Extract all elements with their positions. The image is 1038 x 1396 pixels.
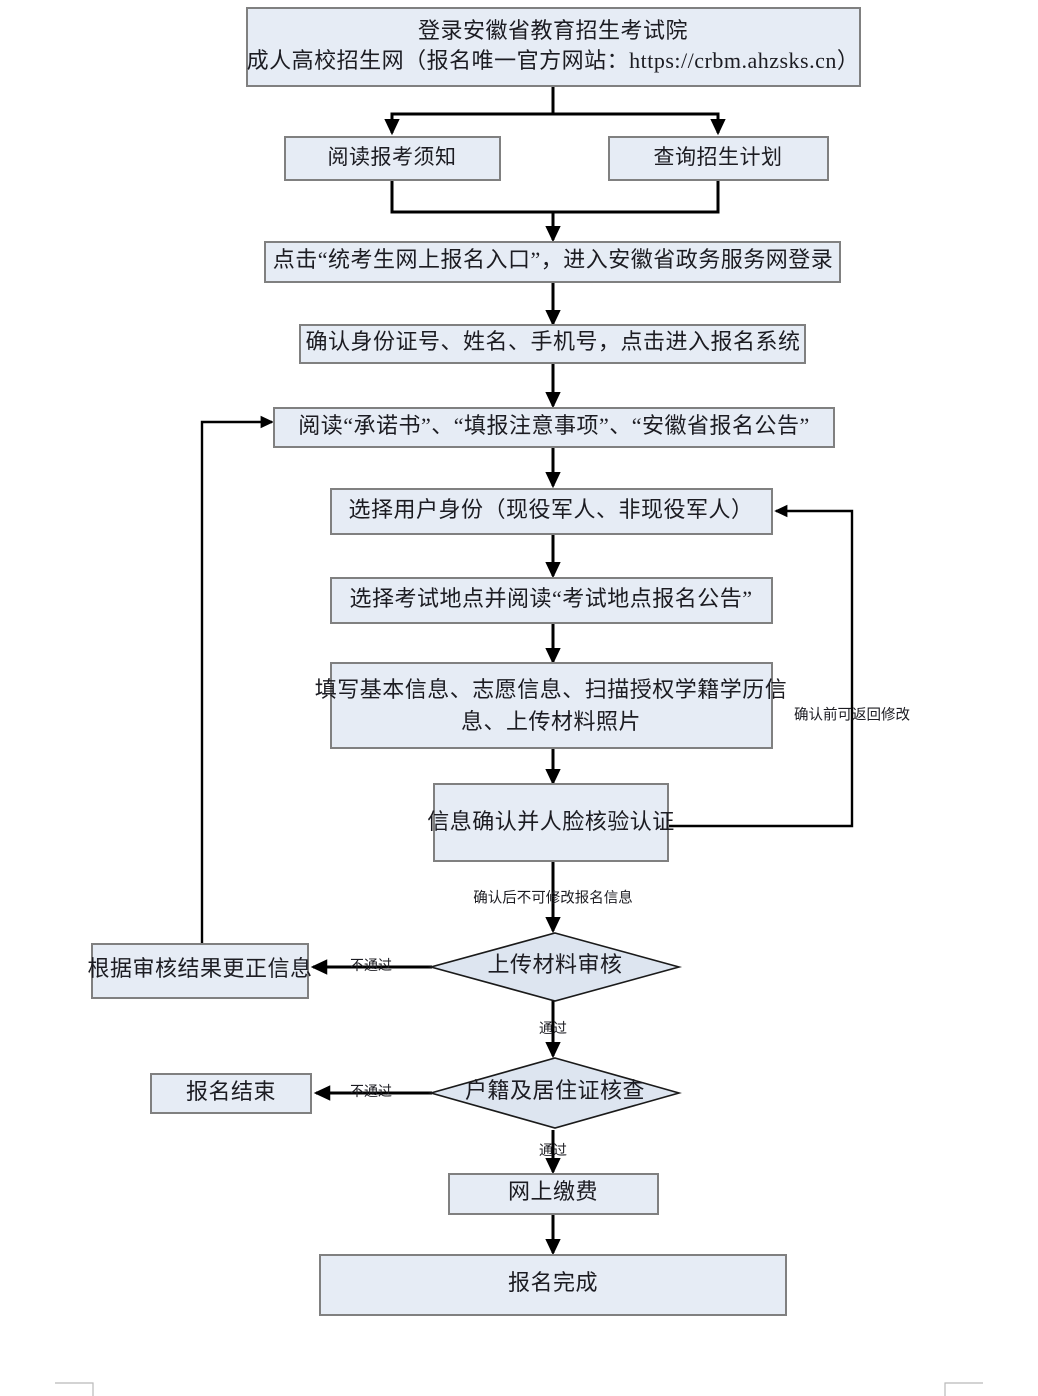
node-fix-info-label: 根据审核结果更正信息 <box>87 956 312 981</box>
page-margin-marks <box>55 1382 983 1396</box>
node-material-review[interactable]: 上传材料审核 <box>427 932 683 1002</box>
node-material-review-label: 上传材料审核 <box>487 952 622 977</box>
node-fill-info[interactable]: 填写基本信息、志愿信息、扫描授权学籍学历信 息、上传材料照片 <box>315 662 788 749</box>
node-click-entry[interactable]: 点击“统考生网上报名入口”，进入安徽省政务服务网登录 <box>264 241 841 283</box>
node-confirm-identity[interactable]: 确认身份证号、姓名、手机号，点击进入报名系统 <box>299 324 806 364</box>
node-select-exam-site-label: 选择考试地点并阅读“考试地点报名公告” <box>349 586 752 611</box>
edge-login-split <box>384 86 555 136</box>
node-query-plan[interactable]: 查询招生计划 <box>608 136 829 181</box>
node-select-user-type[interactable]: 选择用户身份（现役军人、非现役军人） <box>330 488 773 535</box>
node-registration-complete-label: 报名完成 <box>508 1270 598 1295</box>
edge-login-query <box>553 112 726 136</box>
node-confirm-identity-label: 确认身份证号、姓名、手机号，点击进入报名系统 <box>305 329 800 354</box>
node-registration-end[interactable]: 报名结束 <box>150 1073 312 1114</box>
node-read-notice[interactable]: 阅读报考须知 <box>284 136 501 181</box>
edge-confirmface-loopback <box>668 504 854 828</box>
node-fix-info[interactable]: 根据审核结果更正信息 <box>87 943 312 999</box>
node-read-docs-label: 阅读“承诺书”、“填报注意事项”、“安徽省报名公告” <box>298 413 810 438</box>
node-login-line2: 成人高校招生网（报名唯一官方网站：https://crbm.ahzsks.cn） <box>247 48 860 73</box>
edge-label-material-fail: 不通过 <box>350 958 392 974</box>
node-confirm-face[interactable]: 信息确认并人脸核验认证 <box>427 783 675 862</box>
edge-label-layer: 确认前可返回修改 确认后不可修改报名信息 不通过 通过 不通过 通过 <box>350 706 910 1159</box>
edge-fixinfo-loopback <box>200 415 274 943</box>
edge-label-before-confirm: 确认前可返回修改 <box>794 706 910 723</box>
edge-label-residence-pass: 通过 <box>539 1143 567 1159</box>
node-fill-info-line2: 息、上传材料照片 <box>461 709 641 734</box>
node-read-docs[interactable]: 阅读“承诺书”、“填报注意事项”、“安徽省报名公告” <box>273 407 835 448</box>
node-confirm-face-label: 信息确认并人脸核验认证 <box>427 809 675 834</box>
node-residence-check-label: 户籍及居住证核查 <box>465 1078 645 1103</box>
node-fill-info-line1: 填写基本信息、志愿信息、扫描授权学籍学历信 <box>315 677 788 702</box>
node-registration-complete[interactable]: 报名完成 <box>319 1254 787 1316</box>
node-click-entry-label: 点击“统考生网上报名入口”，进入安徽省政务服务网登录 <box>273 247 834 272</box>
node-select-exam-site[interactable]: 选择考试地点并阅读“考试地点报名公告” <box>330 577 773 624</box>
edge-label-after-confirm: 确认后不可修改报名信息 <box>473 889 633 906</box>
node-online-payment[interactable]: 网上缴费 <box>448 1173 659 1215</box>
node-online-payment-label: 网上缴费 <box>508 1179 598 1204</box>
node-read-notice-label: 阅读报考须知 <box>328 145 457 169</box>
connector-layer <box>200 86 854 1256</box>
edge-notice-merge <box>390 180 553 214</box>
node-select-user-type-label: 选择用户身份（现役军人、非现役军人） <box>348 497 753 522</box>
node-login[interactable]: 登录安徽省教育招生考试院 成人高校招生网（报名唯一官方网站：https://cr… <box>246 7 861 87</box>
node-residence-check[interactable]: 户籍及居住证核查 <box>428 1057 682 1129</box>
node-registration-end-label: 报名结束 <box>186 1079 276 1104</box>
edge-label-material-pass: 通过 <box>539 1021 567 1037</box>
node-query-plan-label: 查询招生计划 <box>654 145 783 169</box>
edge-label-residence-fail: 不通过 <box>350 1084 392 1100</box>
node-login-line1: 登录安徽省教育招生考试院 <box>418 18 688 43</box>
edge-query-merge <box>553 180 720 214</box>
